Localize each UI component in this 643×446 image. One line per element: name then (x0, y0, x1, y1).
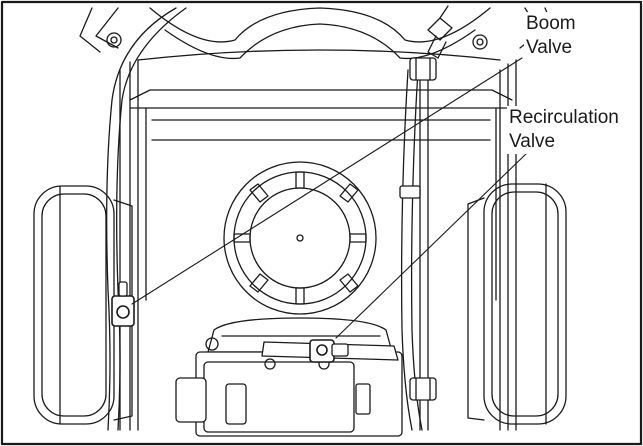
boom-valve-leader-line (131, 57, 523, 305)
recirculation-valve-label: Recirculation Valve (507, 106, 621, 154)
left-hose (106, 7, 187, 431)
boom-valve-label-line1: Boom (526, 13, 576, 34)
pump-housing (175, 317, 403, 437)
right-wheel (467, 183, 567, 425)
recirculation-valve-leader-line (335, 151, 529, 339)
right-hose (400, 69, 429, 431)
boom-valve-label: Boom Valve (524, 12, 578, 60)
boom-valve-label-line2: Valve (526, 37, 573, 58)
boom-valve-icon (111, 281, 135, 327)
tank-lid (223, 161, 377, 315)
recirculation-valve-icon (261, 339, 399, 363)
recirculation-valve-label-line1: Recirculation (509, 107, 619, 128)
lower-right-clamp (409, 377, 437, 401)
recirculation-valve-label-line2: Valve (509, 131, 556, 152)
upper-right-clamp (409, 57, 437, 81)
top-bolt-left (106, 32, 122, 48)
mid-right-clip (399, 185, 421, 199)
top-fitting (427, 5, 453, 59)
top-bolt-right (472, 34, 488, 50)
